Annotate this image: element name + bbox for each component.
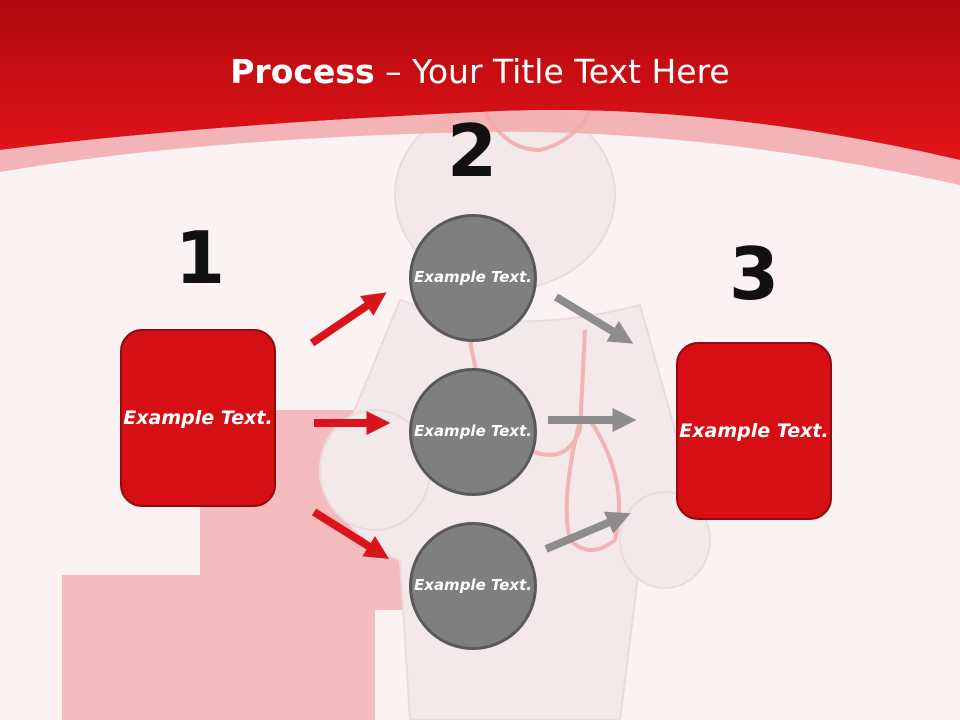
- slide-title: Process – Your Title Text Here: [0, 52, 960, 91]
- header-swoosh: [0, 110, 960, 185]
- circle-bottom: Example Text.: [409, 522, 537, 650]
- step-1-box-text: Example Text.: [123, 406, 273, 429]
- arrow-gray-down: [553, 293, 634, 344]
- step-number-1: 1: [174, 216, 226, 300]
- title-rest: – Your Title Text Here: [374, 52, 730, 91]
- circle-top-text: Example Text.: [414, 268, 532, 287]
- title-bold: Process: [230, 52, 375, 91]
- circle-middle-text: Example Text.: [414, 422, 532, 441]
- circle-middle: Example Text.: [409, 368, 537, 496]
- arrow-red-down: [311, 508, 389, 559]
- step-number-3: 3: [728, 232, 780, 316]
- circle-top: Example Text.: [409, 214, 537, 342]
- step-number-2: 2: [446, 109, 498, 193]
- circle-bottom-text: Example Text.: [414, 576, 532, 595]
- step-3-box-text: Example Text.: [679, 419, 829, 442]
- arrow-gray-up: [544, 511, 631, 553]
- arrow-red-up: [309, 292, 387, 347]
- header-band: [0, 0, 960, 160]
- step-3-box: Example Text.: [676, 342, 832, 520]
- step-1-box: Example Text.: [120, 329, 276, 507]
